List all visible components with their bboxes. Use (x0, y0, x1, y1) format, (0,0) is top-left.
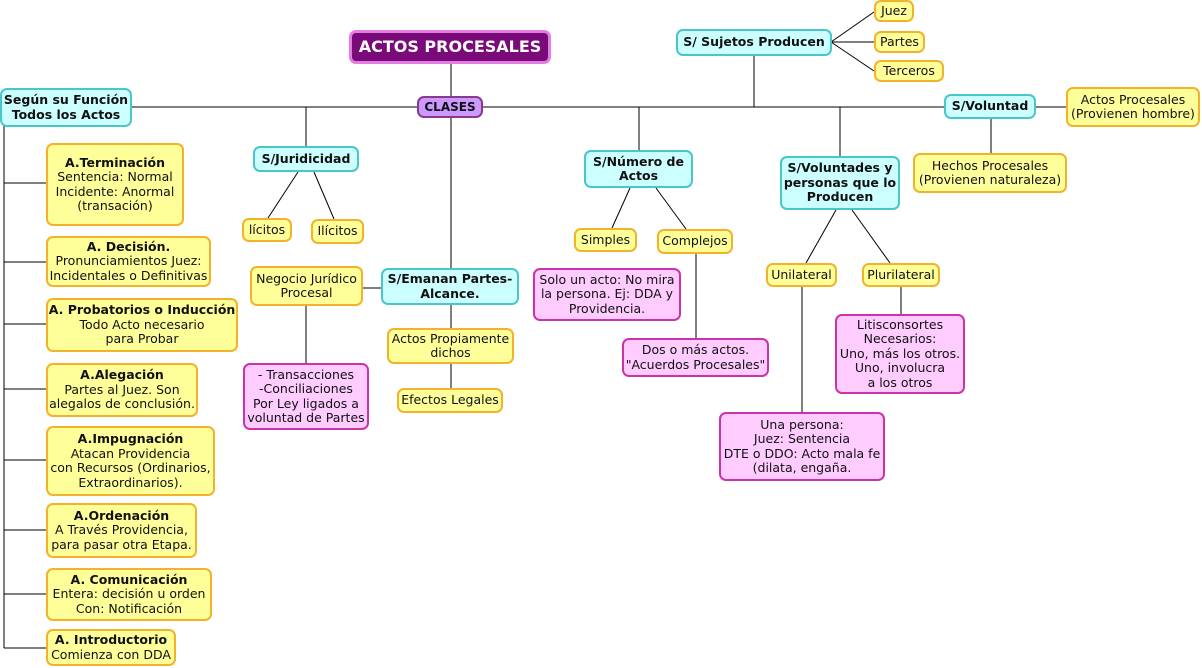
numero-node: S/Número de Actos (584, 150, 693, 188)
terminacion-body: Sentencia: Normal Incidente: Anormal (tr… (55, 169, 175, 213)
probatorios-body: Todo Acto necesario para Probar (79, 316, 205, 347)
alegacion-head: A.Alegación (80, 367, 164, 383)
partes-node: Partes (874, 31, 925, 53)
juridicidad-node: S/Juridicidad (253, 146, 359, 172)
impugnacion-head: A.Impugnación (77, 431, 184, 446)
alegacion-body: Partes al Juez. Son alegalos de conclusi… (49, 381, 195, 412)
funcion-node: Según su Función Todos los Actos (0, 88, 132, 127)
impugnacion-body: Atacan Providencia con Recursos (Ordinar… (50, 445, 211, 490)
negocio-node: Negocio Jurídico Procesal (250, 266, 363, 306)
ordenacion-body: A Través Providencia, para pasar otra Et… (51, 522, 192, 552)
terminacion-head: A.Terminación (65, 154, 165, 170)
clases-node: CLASES (417, 96, 483, 118)
plurilateral-node: Plurilateral (862, 263, 940, 287)
voluntad-node: S/Voluntad (944, 94, 1036, 119)
probatorios-head: A. Probatorios o Inducción (48, 302, 236, 318)
simples-desc-node: Solo un acto: No mira la persona. Ej: DD… (533, 268, 681, 321)
actos-hombre-node: Actos Procesales (Provienen hombre) (1066, 87, 1200, 127)
introductorio-head: A. Introductorio (54, 632, 168, 647)
ordenacion-head: A.Ordenación (73, 507, 170, 523)
licitos-node: lícitos (242, 218, 292, 242)
sujetos-node: S/ Sujetos Producen (676, 29, 832, 56)
transacciones-node: - Transacciones -Conciliaciones Por Ley … (243, 363, 369, 430)
introductorio-body: Comienza con DDA (51, 646, 171, 662)
decision-head: A. Decisión. (86, 238, 171, 254)
complejos-node: Complejos (657, 229, 733, 254)
simples-node: Simples (574, 228, 637, 252)
terceros-node: Terceros (874, 60, 944, 82)
juez-node: Juez (874, 0, 914, 22)
litis-node: Litisconsortes Necesarios: Uno, más los … (835, 314, 965, 394)
persona-node: Una persona: Juez: Sentencia DTE o DDO: … (719, 412, 885, 481)
comunicacion-body: Entera: decisión u orden Con: Notificaci… (52, 586, 206, 616)
propiamente-node: Actos Propiamente dichos (387, 328, 514, 364)
ilicitos-node: Ilícitos (311, 219, 364, 244)
hechos-node: Hechos Procesales (Provienen naturaleza) (913, 153, 1067, 193)
voluntades-node: S/Voluntades y personas que lo Producen (780, 156, 900, 210)
complejos-desc-node: Dos o más actos. "Acuerdos Procesales" (622, 338, 769, 377)
decision-body: Pronunciamientos Juez: Incidentales o De… (49, 253, 208, 283)
title-node: ACTOS PROCESALES (349, 30, 551, 64)
unilateral-node: Unilateral (766, 263, 837, 287)
decision-node: A. Decisión.Pronunciamientos Juez: Incid… (46, 236, 211, 287)
comunicacion-head: A. Comunicación (70, 571, 188, 587)
efectos-node: Efectos Legales (397, 388, 503, 413)
emanan-node: S/Emanan Partes- Alcance. (381, 268, 519, 305)
